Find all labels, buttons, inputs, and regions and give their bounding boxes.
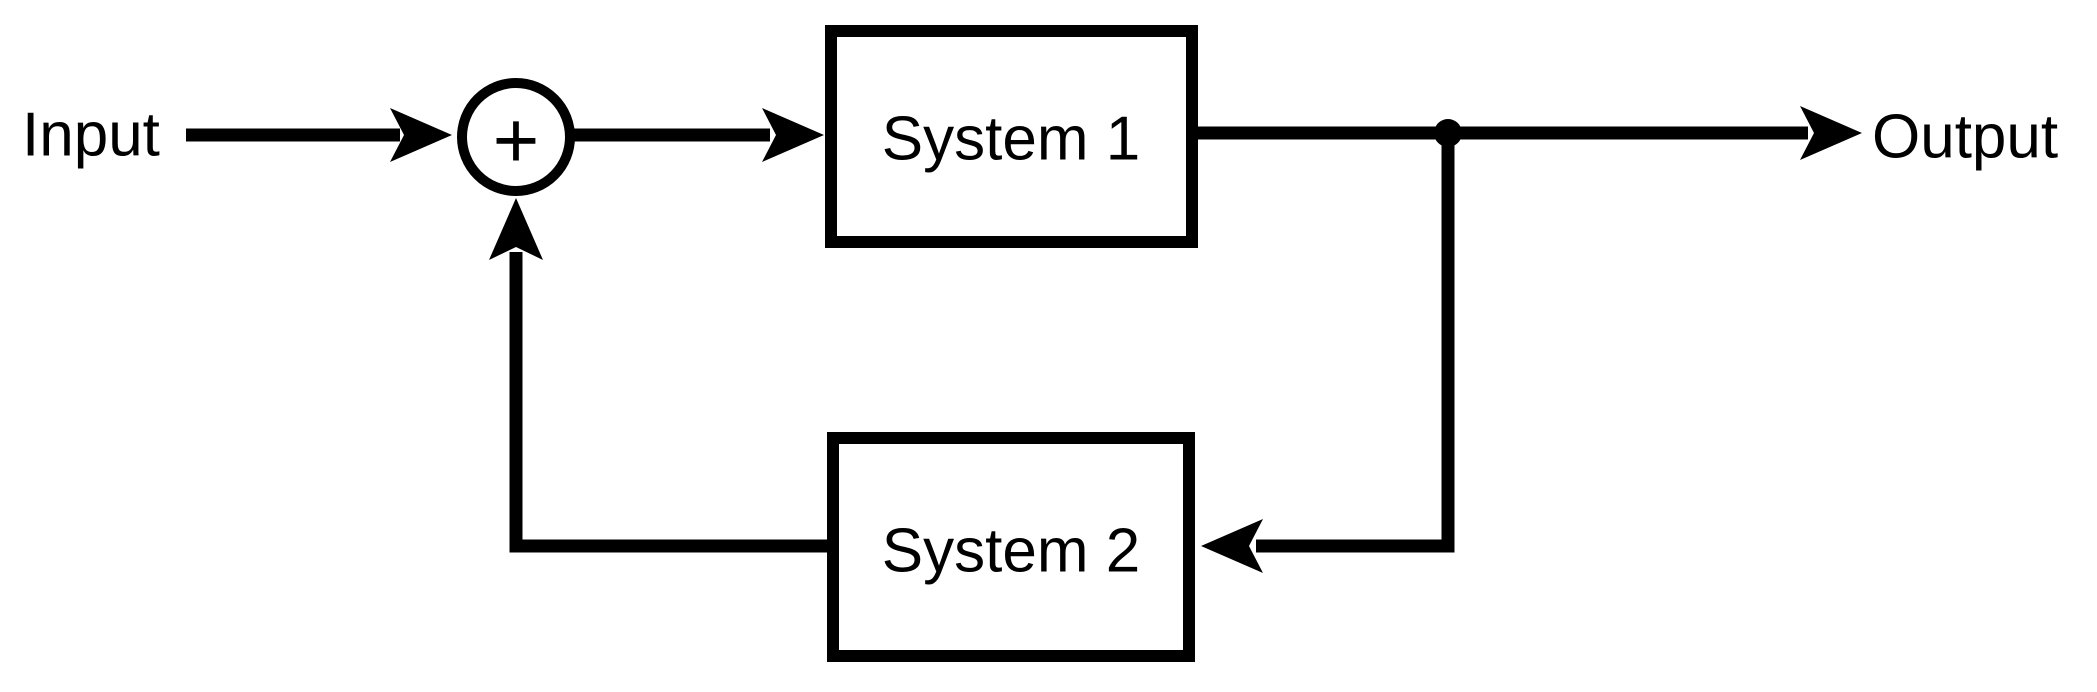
arrowhead-into-sum-bottom-icon — [489, 198, 543, 260]
edge-system2-to-sum — [509, 252, 833, 553]
arrowhead-into-system1-icon — [762, 108, 824, 162]
arrowhead-into-output-icon — [1800, 106, 1862, 160]
arrowhead-into-sum-icon — [390, 108, 452, 162]
system1-box — [825, 25, 1198, 248]
system2-label: System 2 — [882, 517, 1140, 586]
system1-label: System 1 — [882, 105, 1140, 174]
input-label: Input — [22, 101, 160, 170]
edge-dot-to-system2 — [1256, 140, 1455, 553]
system2-box — [827, 432, 1195, 662]
summing-junction-circle — [457, 78, 575, 196]
summing-junction-plus-sign: + — [493, 96, 540, 185]
pickoff-dot — [1434, 119, 1462, 147]
arrowhead-into-system2-icon — [1201, 519, 1263, 573]
output-label: Output — [1872, 103, 2058, 172]
